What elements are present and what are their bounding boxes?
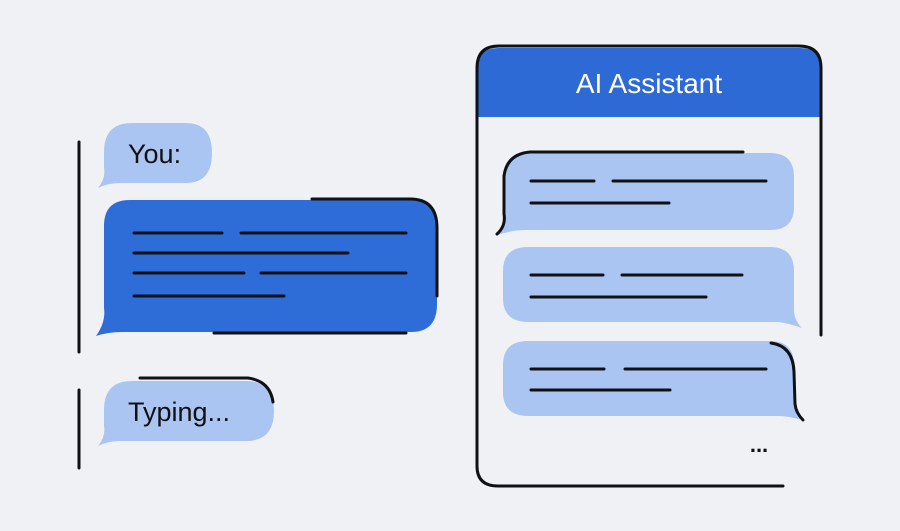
typing-label: Typing... — [128, 397, 230, 427]
assistant-panel-outline — [475, 44, 823, 488]
assistant-message-bubble — [503, 341, 805, 422]
typing-indicator-bubble: Typing... — [98, 376, 275, 446]
assistant-message-text-lines — [529, 367, 768, 392]
user-bubble-outline-stroke — [310, 197, 439, 298]
user-message-bubble — [96, 197, 439, 336]
assistant-bubble-1-stroke — [495, 150, 745, 236]
user-message-text-lines — [132, 231, 408, 298]
assistant-message-bubble — [503, 247, 802, 328]
you-label: You: — [128, 139, 181, 169]
assistant-message-text-lines — [529, 179, 768, 205]
assistant-panel-header — [477, 48, 821, 117]
assistant-panel: AI Assistant — [475, 44, 823, 488]
you-label-bubble: You: — [98, 123, 212, 188]
assistant-panel-title: AI Assistant — [576, 68, 723, 99]
typing-bubble-stroke — [138, 376, 275, 404]
assistant-ellipsis: ... — [750, 432, 768, 457]
assistant-bubble-3-stroke — [769, 341, 805, 422]
assistant-message-text-lines — [529, 273, 744, 299]
assistant-message-bubble — [495, 150, 794, 236]
